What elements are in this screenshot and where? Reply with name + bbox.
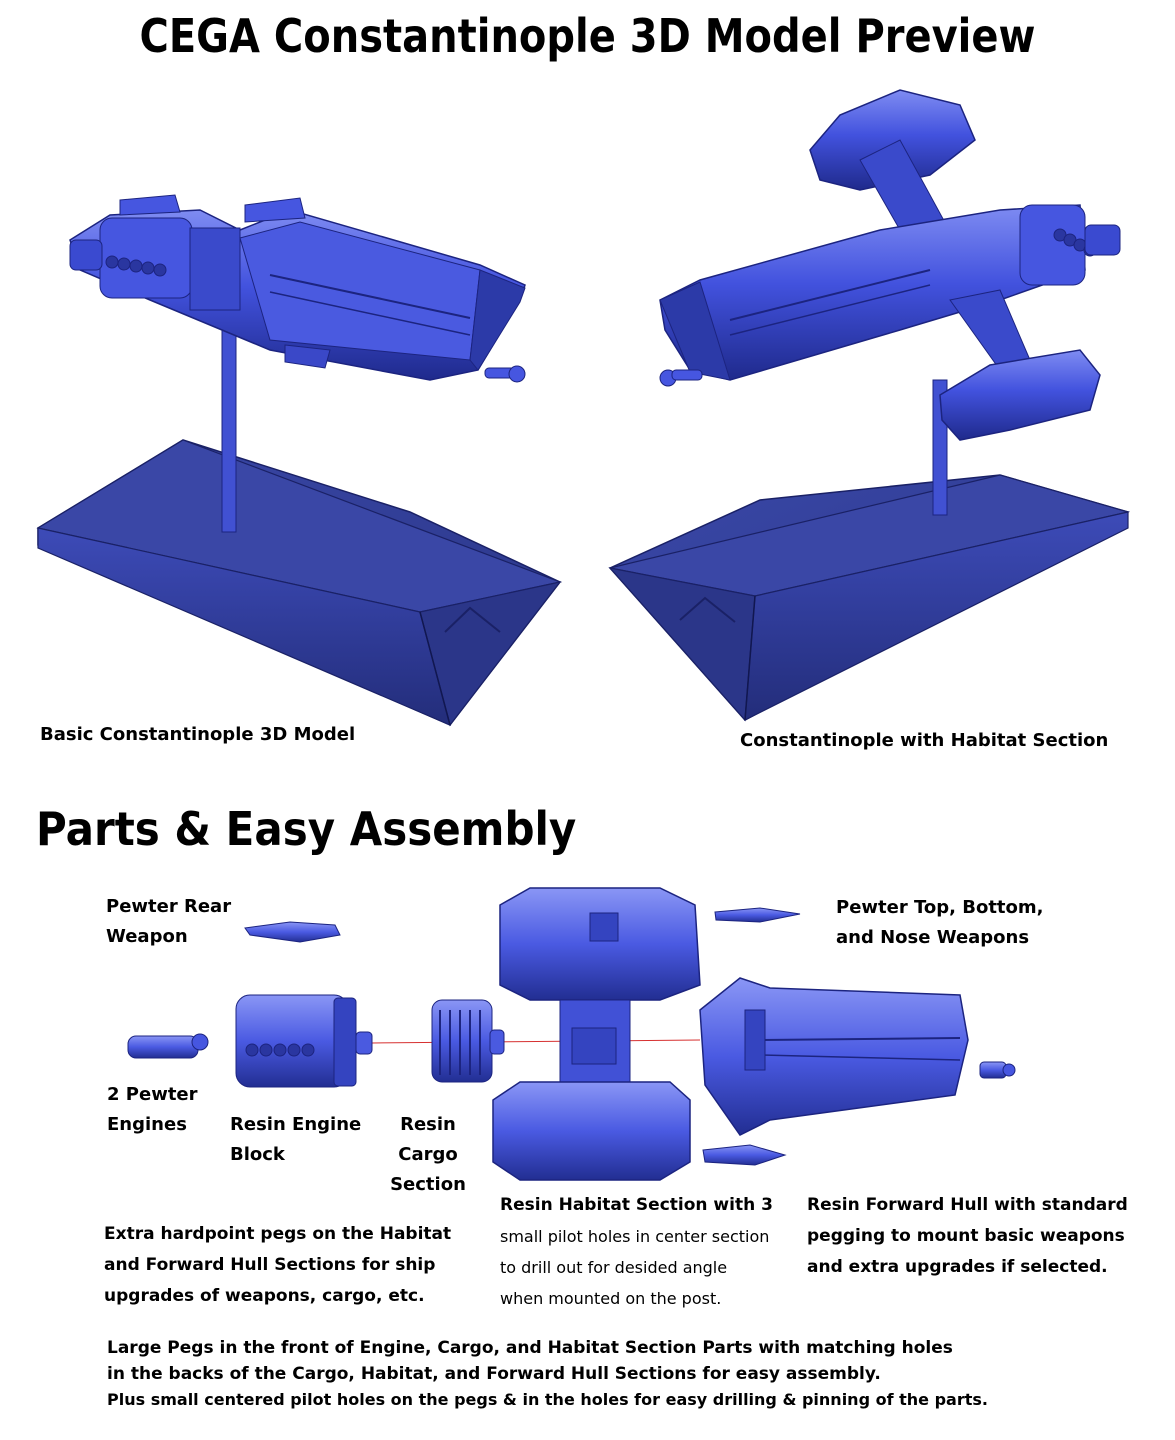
page-title: CEGA Constantinople 3D Model Preview [139,10,1036,64]
rear-weapon-part [244,921,341,943]
habitat-part [492,887,701,1181]
cargo-part [431,999,505,1083]
label-engines: 2 Pewter Engines [107,1080,198,1140]
note-line: Resin Forward Hull with standard [807,1195,1128,1215]
note-habitat: Resin Habitat Section with 3 small pilot… [500,1190,773,1314]
label-line: Resin [400,1114,456,1135]
top-weapon-part [714,907,801,923]
note-hardpoints: Extra hardpoint pegs on the Habitat and … [104,1219,451,1312]
note-assembly: Large Pegs in the front of Engine, Cargo… [107,1335,988,1413]
basic-model-image [36,194,563,727]
bottom-weapon-part [702,1144,787,1166]
note-line: Plus small centered pilot holes on the p… [107,1390,988,1409]
label-top-bottom-nose-weapons: Pewter Top, Bottom, and Nose Weapons [836,893,1043,953]
label-line: Block [230,1144,285,1165]
label-engine-block: Resin Engine Block [230,1110,361,1170]
note-line: upgrades of weapons, cargo, etc. [104,1286,425,1306]
note-line: pegging to mount basic weapons [807,1226,1125,1246]
label-line: Engines [107,1114,187,1135]
label-line: Weapon [106,926,188,947]
note-line: to drill out for desided angle [500,1258,728,1277]
label-line: Pewter Top, Bottom, [836,897,1044,918]
habitat-model-image [608,89,1130,722]
label-line: and Nose Weapons [836,927,1030,948]
caption-habitat-model: Constantinople with Habitat Section [740,730,1109,751]
engines-part [127,1033,209,1059]
note-line: when mounted on the post. [500,1289,722,1308]
nose-weapon-part [979,1061,1016,1079]
label-line: Section [390,1174,466,1195]
label-line: Cargo [398,1144,458,1165]
note-line: in the backs of the Cargo, Habitat, and … [107,1364,881,1384]
note-line: Resin Habitat Section with 3 [500,1195,773,1215]
label-line: 2 Pewter [107,1084,198,1105]
parts-section-title: Parts & Easy Assembly [36,802,577,856]
engine-block-part [235,994,373,1088]
note-line: small pilot holes in center section [500,1227,770,1246]
label-line: Pewter Rear [106,896,232,917]
parts-illustration [127,887,1016,1181]
note-line: and extra upgrades if selected. [807,1257,1108,1277]
label-rear-weapon: Pewter Rear Weapon [106,892,231,952]
forward-hull-part [699,977,969,1136]
note-forward-hull: Resin Forward Hull with standard pegging… [807,1190,1128,1283]
label-line: Resin Engine [230,1114,362,1135]
note-line: and Forward Hull Sections for ship [104,1255,436,1275]
label-cargo: Resin Cargo Section [388,1110,468,1200]
note-line: Extra hardpoint pegs on the Habitat [104,1224,452,1244]
caption-basic-model: Basic Constantinople 3D Model [40,724,356,745]
note-line: Large Pegs in the front of Engine, Cargo… [107,1338,953,1358]
